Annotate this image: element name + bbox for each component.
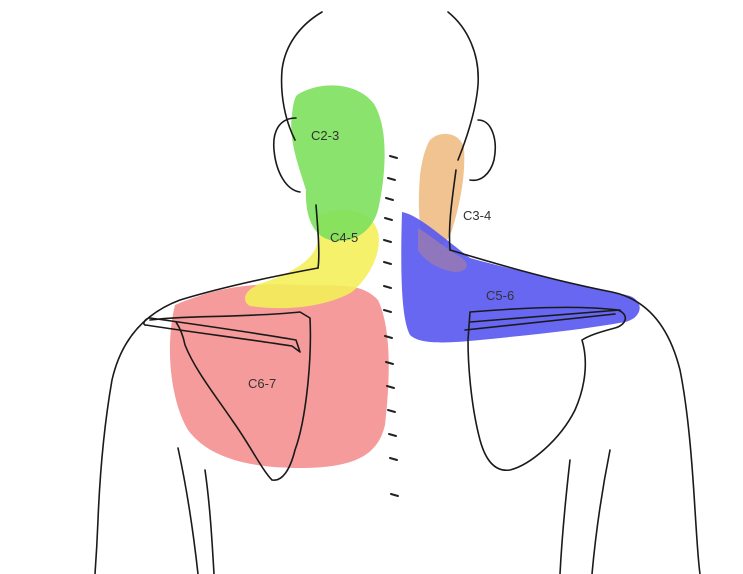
spine-markers	[384, 156, 398, 496]
region-c2-3-area	[291, 85, 384, 241]
left-arm-inner-outline	[178, 448, 198, 574]
label-c5-6: C5-6	[486, 288, 514, 303]
right-torso-outline	[560, 460, 570, 574]
label-c4-5: C4-5	[330, 230, 358, 245]
label-c6-7: C6-7	[248, 376, 276, 391]
left-torso-outline	[205, 470, 214, 574]
right-ear	[470, 120, 495, 180]
region-c6-7-area	[170, 284, 389, 468]
right-arm-inner-outline	[592, 450, 610, 574]
label-c2-3: C2-3	[311, 128, 339, 143]
label-c3-4: C3-4	[463, 208, 491, 223]
